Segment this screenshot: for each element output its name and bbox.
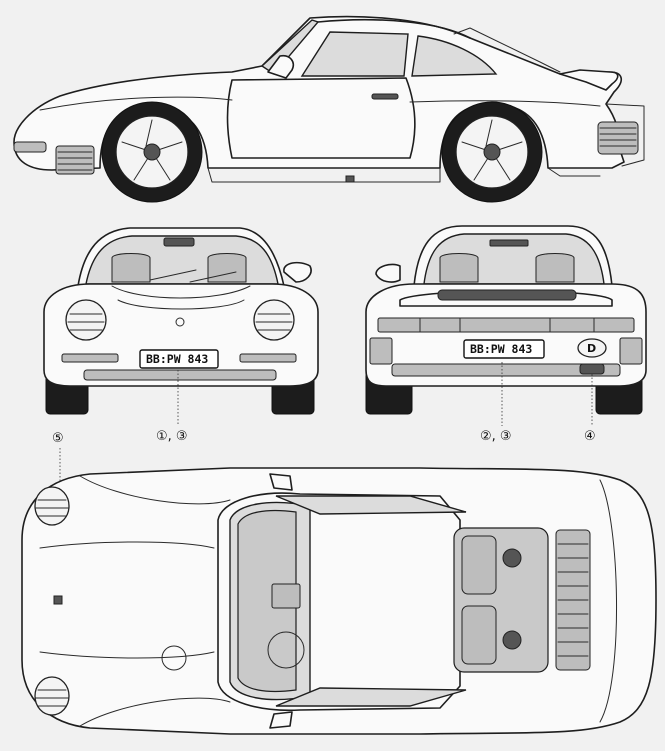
front-mirror (283, 261, 312, 283)
top-roof-right-window (275, 687, 467, 707)
rear-exhaust (579, 363, 605, 375)
side-view (13, 15, 645, 203)
rear-diffuser (391, 363, 621, 377)
rear-plate-callout: ②, ③ (480, 429, 512, 444)
top-engine-grille-slats (557, 543, 589, 657)
top-light-callout: ⑤ (52, 431, 64, 446)
rear-view: BB:PW 843 D ②, ③ ④ (365, 225, 647, 444)
rear-seat-left (439, 253, 479, 283)
top-left-headlight-lens (35, 499, 69, 517)
top-rear-speaker-left (502, 548, 522, 568)
side-rear-line (409, 100, 601, 107)
top-left-headlight (34, 486, 70, 526)
top-cockpit-interior (237, 509, 297, 693)
front-lower-intake (83, 369, 277, 381)
side-front-hub (143, 143, 161, 161)
side-sill (207, 167, 441, 183)
side-marker-light (345, 175, 355, 183)
front-left-headlight-lens (67, 313, 105, 331)
side-mirror (267, 54, 295, 79)
side-rear-hub (483, 143, 501, 161)
side-roof-spoiler (453, 27, 561, 73)
top-rear-seat-left (461, 535, 497, 595)
rear-right-vent (619, 337, 643, 365)
rear-plate-text: BB:PW 843 (470, 342, 532, 356)
side-rear-vent-slats (599, 127, 637, 147)
side-roof-line (317, 18, 471, 39)
front-plate-callout: ①, ③ (156, 429, 188, 444)
side-rear-vent (597, 121, 639, 155)
side-body-line (39, 96, 233, 111)
top-right-mirror (269, 711, 293, 729)
front-right-headlight-lens (255, 313, 293, 331)
top-left-mirror (269, 473, 293, 491)
top-right-headlight (34, 676, 70, 716)
rear-wing-slot (437, 289, 577, 301)
top-rear-seat-right (461, 605, 497, 665)
side-rear-bumper (605, 103, 645, 167)
rear-light-bar (377, 317, 635, 333)
top-roof-left-window (275, 495, 467, 515)
side-front-vent (55, 145, 95, 175)
top-front-fenders (79, 475, 231, 727)
front-wipers (149, 269, 237, 283)
top-center-console (271, 583, 301, 609)
rear-light-bar-segments (419, 317, 595, 333)
door-handle (371, 93, 399, 100)
top-right-headlight-lens (35, 689, 69, 707)
top-view: ⑤ (21, 431, 657, 735)
top-rear-wing (599, 479, 617, 723)
top-marker-light (53, 595, 63, 605)
rear-license-plate (463, 339, 545, 359)
rear-view-mirror (163, 237, 195, 247)
front-license-plate (139, 349, 219, 369)
top-hood-line (39, 541, 215, 659)
side-rear-spokes (461, 119, 523, 181)
top-rear-speaker-right (502, 630, 522, 650)
front-crest (175, 317, 185, 327)
front-intake-right (239, 353, 297, 363)
rear-seat-right (535, 253, 575, 283)
side-rear-wing (559, 69, 619, 91)
side-front-spokes (121, 119, 183, 181)
rear-body (365, 283, 647, 387)
front-seat-left (111, 253, 151, 283)
front-seat-right (207, 253, 247, 283)
top-fuel-cap (161, 645, 187, 671)
rear-left-vent (369, 337, 393, 365)
rear-brake-light (489, 239, 529, 247)
front-plate-text: BB:PW 843 (146, 352, 208, 366)
rear-mirror (375, 263, 401, 283)
front-hood (111, 285, 251, 310)
country-badge (577, 338, 607, 358)
side-rear-suspension (547, 167, 601, 177)
top-steering-wheel (267, 631, 305, 669)
country-badge-text: D (587, 342, 596, 355)
rear-exhaust-callout: ④ (584, 429, 596, 444)
side-rear-window (411, 35, 498, 77)
side-door (226, 77, 416, 159)
side-front-window (300, 31, 409, 77)
side-front-vent-slats (57, 151, 93, 171)
side-front-light (13, 141, 47, 153)
front-left-headlight (65, 299, 107, 341)
front-intake-left (61, 353, 119, 363)
front-right-headlight (253, 299, 295, 341)
front-view: BB:PW 843 ①, ③ (43, 227, 319, 444)
